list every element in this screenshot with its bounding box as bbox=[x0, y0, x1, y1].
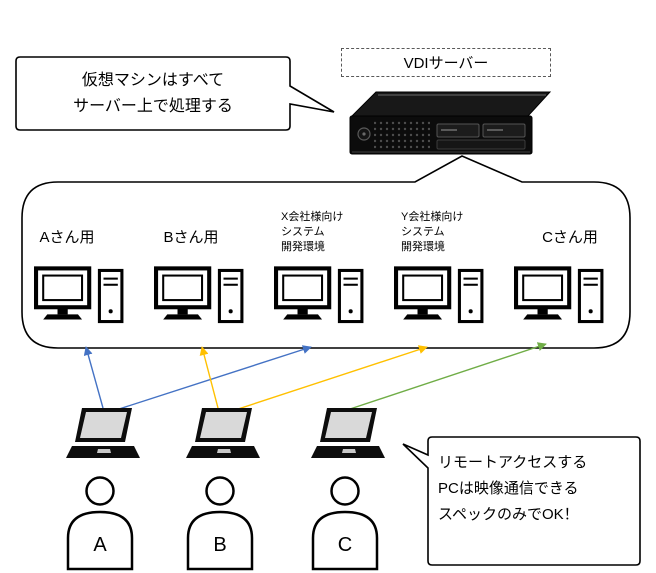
rack-server-icon bbox=[349, 91, 552, 155]
arrow-user-b-to-vm-y-dev bbox=[231, 345, 428, 412]
user-label-b: B bbox=[213, 534, 227, 556]
bottom-callout-line-2: PCは映像通信できる bbox=[438, 480, 579, 497]
user-label-c: C bbox=[337, 534, 353, 556]
speech-bubble-top bbox=[15, 56, 335, 131]
user-label-a: A bbox=[93, 534, 107, 556]
laptop-icon-user-c bbox=[311, 408, 385, 458]
vm-label-y-dev-line-3: 開発環境 bbox=[401, 241, 445, 253]
vm-label-x-dev-line-3: 開発環境 bbox=[281, 241, 325, 253]
vm-label-y-dev-line-2: システム bbox=[401, 226, 445, 238]
top-callout-line-1: 仮想マシンはすべて bbox=[81, 71, 225, 89]
bottom-callout-line-1: リモートアクセスする bbox=[438, 454, 588, 471]
vm-label-x-dev: X会社様向け システム 開発環境 bbox=[281, 210, 373, 255]
bottom-callout-text: リモートアクセスする PCは映像通信できる スペックのみでOK！ bbox=[438, 450, 634, 528]
laptop-icon-user-a bbox=[66, 408, 140, 458]
arrow-user-a-to-vm-a bbox=[83, 346, 104, 409]
vm-label-a: Aさん用 bbox=[39, 229, 95, 246]
vm-label-y-dev: Y会社様向け システム 開発環境 bbox=[401, 210, 493, 255]
top-callout-text: 仮想マシンはすべて サーバー上で処理する bbox=[16, 57, 290, 130]
vm-label-y-dev-line-1: Y会社様向け bbox=[401, 211, 464, 223]
bottom-callout-line-3: スペックのみでOK！ bbox=[438, 506, 579, 523]
arrow-user-c-to-vm-c bbox=[349, 342, 547, 410]
vm-label-x-dev-line-1: X会社様向け bbox=[281, 211, 344, 223]
laptop-icon-user-b bbox=[186, 408, 260, 458]
vm-label-b: Bさん用 bbox=[163, 229, 219, 246]
vdi-server-label-box: VDIサーバー bbox=[341, 48, 551, 77]
speech-bubble-bottom bbox=[402, 436, 641, 566]
arrow-user-b-to-vm-b bbox=[199, 346, 219, 409]
vm-label-c: Cさん用 bbox=[542, 229, 598, 246]
vm-label-x-dev-line-2: システム bbox=[281, 226, 325, 238]
top-callout-line-2: サーバー上で処理する bbox=[73, 97, 233, 115]
arrow-user-a-to-vm-x-dev bbox=[115, 345, 312, 411]
vdi-server-label: VDIサーバー bbox=[403, 55, 489, 72]
